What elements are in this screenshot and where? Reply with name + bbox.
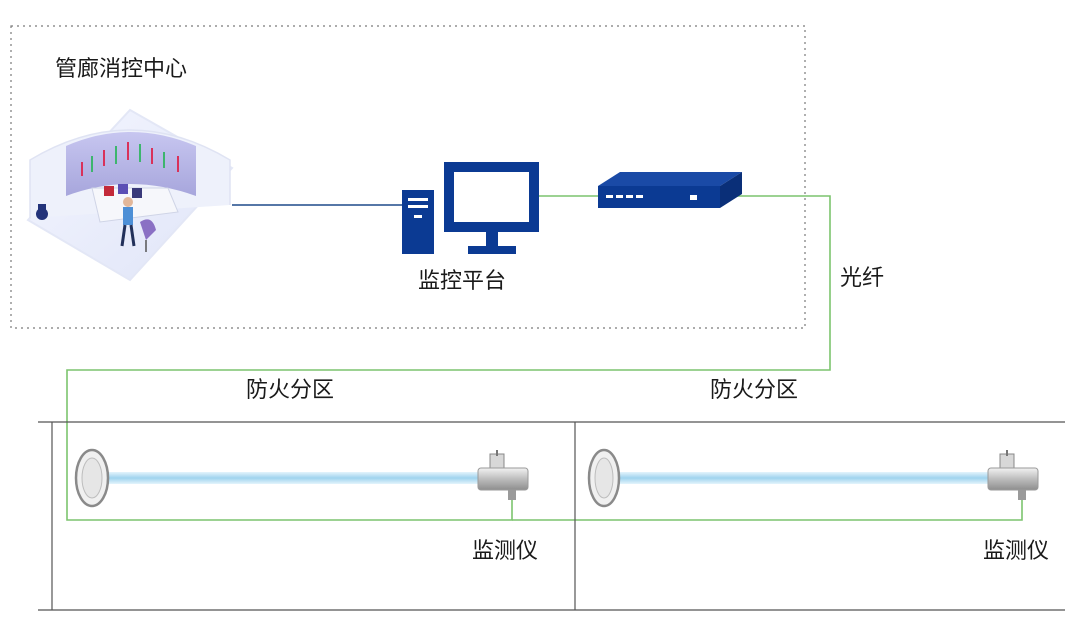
monitor-icon — [444, 162, 539, 254]
network-switch-icon — [598, 172, 742, 208]
zone-2-monitor-label: 监测仪 — [983, 539, 1050, 564]
zone-1-monitor-label: 监测仪 — [472, 539, 539, 564]
platform-label: 监控平台 — [418, 269, 507, 294]
fiber-label: 光纤 — [840, 266, 885, 291]
control-center-frame — [10, 25, 806, 329]
detector-icon — [477, 450, 529, 500]
reflector-icon — [587, 448, 621, 508]
reflector-icon — [74, 448, 110, 508]
zone-2-beam — [610, 472, 992, 484]
zone-1-label: 防火分区 — [246, 378, 335, 403]
control-room-icon — [26, 108, 234, 282]
detector-icon — [987, 450, 1039, 500]
fiber-zone2-line — [512, 498, 1023, 521]
zone-1-beam — [96, 472, 482, 484]
computer-tower-icon — [402, 190, 434, 254]
fiber-loop-line — [66, 195, 831, 521]
zone-2-label: 防火分区 — [710, 378, 799, 403]
control-center-title: 管廊消控中心 — [55, 57, 188, 82]
